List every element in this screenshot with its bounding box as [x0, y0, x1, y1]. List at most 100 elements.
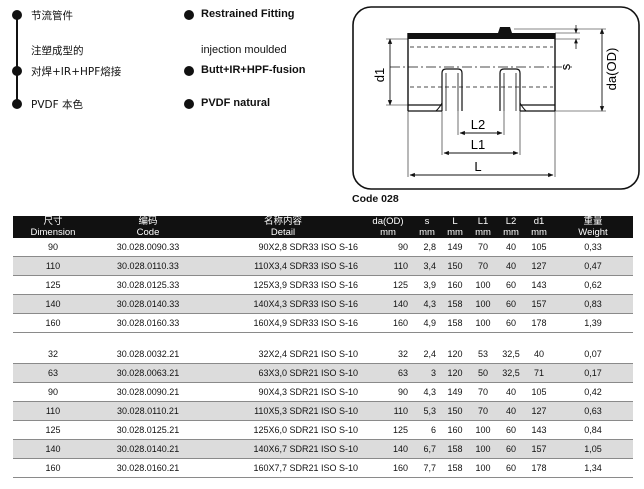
- table-cell: 70: [469, 401, 497, 421]
- table-cell: 63: [13, 363, 93, 383]
- table-cell: 32: [13, 345, 93, 364]
- table-cell: 125: [13, 275, 93, 295]
- table-cell: 125: [363, 275, 413, 295]
- table-cell: 143: [525, 420, 553, 440]
- table-cell: 160: [13, 313, 93, 333]
- column-header-en: mm: [419, 227, 435, 238]
- table-cell: 30.028.0063.21: [93, 363, 203, 383]
- table-cell: 60: [497, 420, 525, 440]
- legend-en-material: PVDF natural: [201, 97, 271, 109]
- table-cell: 140: [13, 294, 93, 314]
- fitting-technical-drawing: d1 da(OD) s L2 L1 L: [352, 6, 640, 190]
- table-cell: 63: [363, 363, 413, 383]
- table-cell: 0,84: [553, 420, 633, 440]
- table-cell: 160X4,9 SDR33 ISO S-16: [203, 313, 363, 333]
- table-cell: 178: [525, 313, 553, 333]
- dim-label-l2: L2: [471, 117, 485, 132]
- legend-cn-restrained: 节流管件: [31, 10, 73, 22]
- table-cell: 30.028.0110.21: [93, 401, 203, 421]
- column-header-cn: 重量: [583, 216, 603, 227]
- table-cell: 160: [363, 458, 413, 478]
- bullet-icon: [184, 10, 194, 20]
- legend-cn-injection: 注塑成型的: [31, 45, 84, 57]
- table-cell: 140X6,7 SDR21 ISO S-10: [203, 439, 363, 459]
- column-header-en: mm: [531, 227, 547, 238]
- table-cell: 110: [13, 256, 93, 276]
- legend-en-restrained: Restrained Fitting: [201, 8, 295, 20]
- table-cell: 105: [525, 238, 553, 257]
- table-cell: 160: [441, 420, 469, 440]
- table-cell: 0,33: [553, 238, 633, 257]
- table-cell: 30.028.0125.33: [93, 275, 203, 295]
- table-cell: 158: [441, 313, 469, 333]
- table-cell: 0,17: [553, 363, 633, 383]
- table-cell: 6,7: [413, 439, 441, 459]
- table-cell: 1,05: [553, 439, 633, 459]
- table-cell: 0,07: [553, 345, 633, 364]
- table-cell: 60: [497, 313, 525, 333]
- table-cell: 1,34: [553, 458, 633, 478]
- column-header-cn: da(OD): [372, 216, 404, 227]
- column-header-en: mm: [447, 227, 463, 238]
- table-cell: 30.028.0160.21: [93, 458, 203, 478]
- table-cell: 100: [469, 294, 497, 314]
- table-cell: 3,4: [413, 256, 441, 276]
- table-cell: 100: [469, 439, 497, 459]
- table-cell: 70: [469, 238, 497, 257]
- table-cell: 149: [441, 238, 469, 257]
- table-cell: 4,3: [413, 294, 441, 314]
- column-header-en: Code: [136, 227, 160, 238]
- table-cell: 70: [469, 256, 497, 276]
- table-cell: 158: [441, 294, 469, 314]
- dim-label-l: L: [474, 159, 481, 174]
- table-cell: 125X6,0 SDR21 ISO S-10: [203, 420, 363, 440]
- table-cell: 60: [497, 275, 525, 295]
- legend-connector-line: [16, 18, 18, 104]
- table-cell: 4,9: [413, 313, 441, 333]
- table-cell: 140X4,3 SDR33 ISO S-16: [203, 294, 363, 314]
- table-cell: 100: [469, 420, 497, 440]
- bullet-icon: [12, 66, 22, 76]
- table-cell: 2,4: [413, 345, 441, 364]
- legend-en-fusion: Butt+IR+HPF-fusion: [201, 64, 306, 76]
- table-cell: 5,3: [413, 401, 441, 421]
- table-cell: 125: [13, 420, 93, 440]
- column-header-cn: 编码: [138, 216, 158, 227]
- table-cell: 6: [413, 420, 441, 440]
- table-cell: 110: [363, 401, 413, 421]
- column-header: da(OD)mm: [363, 216, 413, 238]
- table-cell: 158: [441, 458, 469, 478]
- table-cell: 40: [525, 345, 553, 364]
- table-cell: 150: [441, 256, 469, 276]
- column-header-en: Detail: [270, 227, 296, 238]
- table-cell: 160: [441, 275, 469, 295]
- table-cell: 90: [13, 238, 93, 257]
- table-cell: 158: [441, 439, 469, 459]
- table-cell: 157: [525, 439, 553, 459]
- column-header-cn: L: [452, 216, 458, 227]
- table-cell: 0,62: [553, 275, 633, 295]
- table-cell: 157: [525, 294, 553, 314]
- table-cell: 30.028.0140.33: [93, 294, 203, 314]
- table-cell: 53: [469, 345, 497, 364]
- table-cell: 100: [469, 275, 497, 295]
- dim-label-da: da(OD): [604, 48, 619, 91]
- legend-cn-material: PVDF 本色: [31, 99, 83, 111]
- column-header-en: mm: [503, 227, 519, 238]
- table-group-separator: [13, 332, 633, 345]
